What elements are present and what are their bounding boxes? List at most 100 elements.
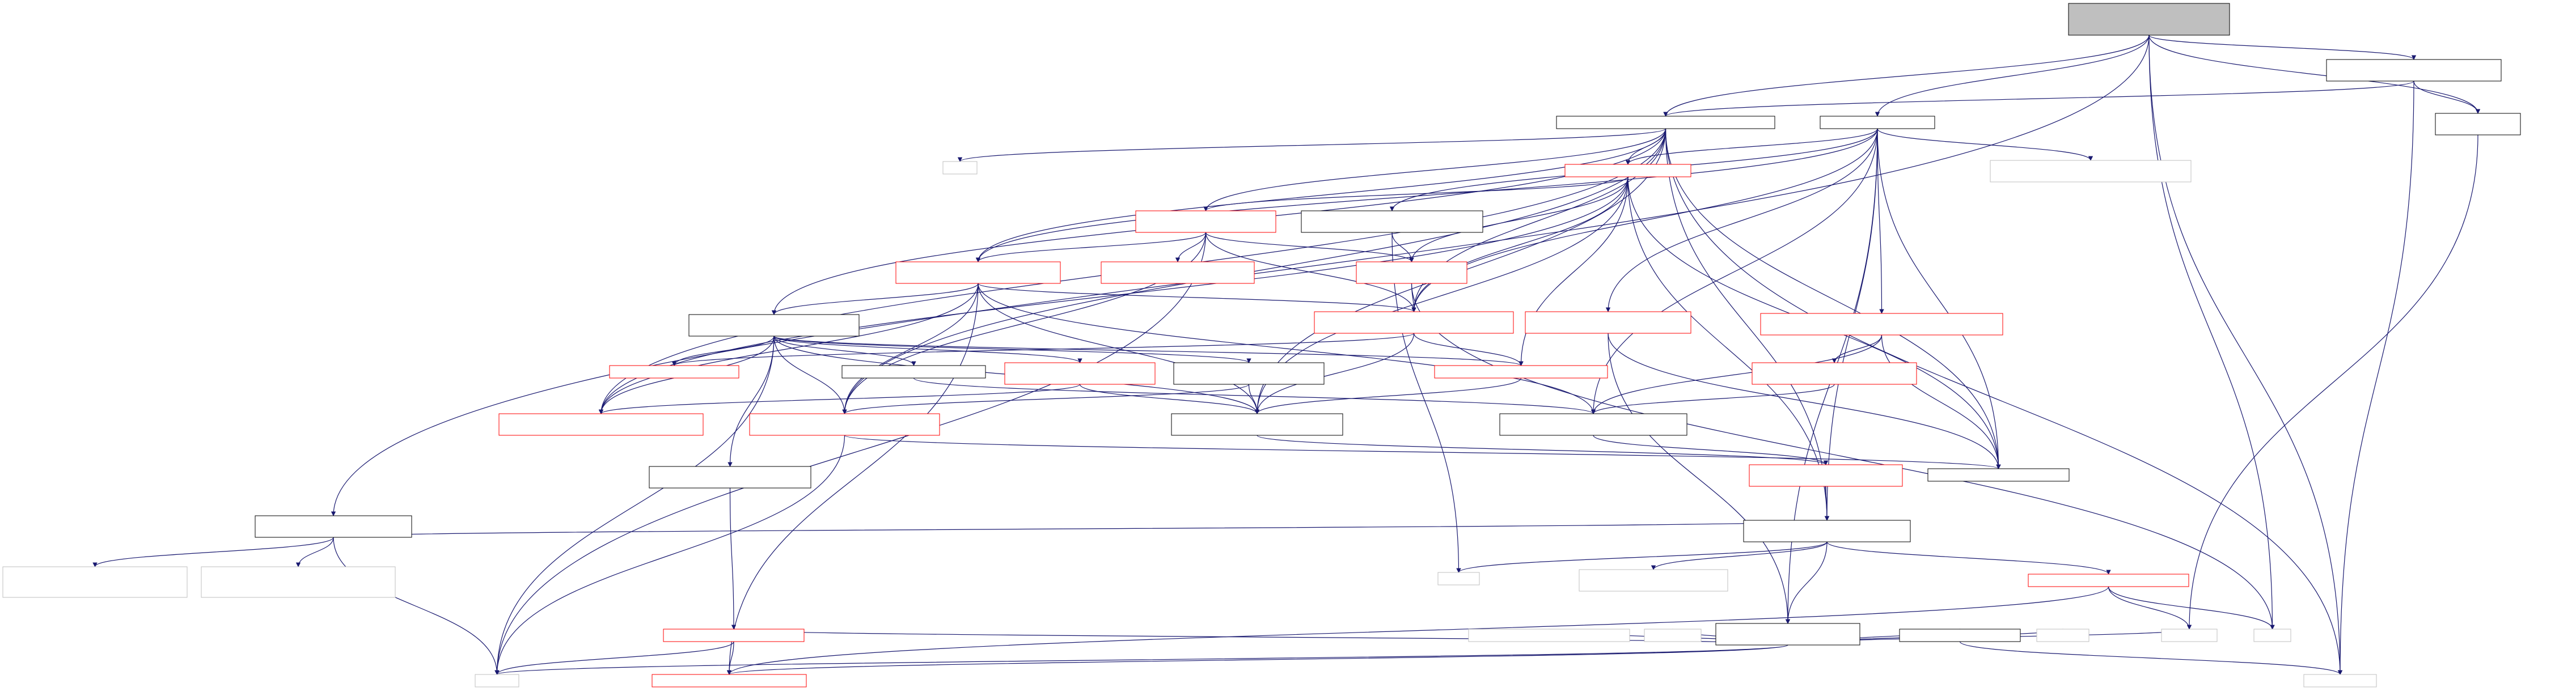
node-box — [2068, 3, 2230, 36]
node-box — [2161, 629, 2218, 642]
dependency-edge — [1651, 541, 1828, 570]
graph-node[interactable] — [2036, 629, 2089, 642]
dependency-edge — [773, 336, 1082, 363]
graph-node[interactable] — [1356, 261, 1467, 284]
dependency-edge — [494, 641, 734, 675]
dependency-edge — [726, 283, 979, 675]
graph-node[interactable] — [1820, 116, 1935, 129]
graph-node[interactable] — [201, 566, 396, 598]
graph-node[interactable] — [475, 674, 519, 687]
dependency-edge — [771, 283, 979, 315]
dependency-edge — [2413, 80, 2481, 114]
dependency-edge — [1593, 435, 1829, 465]
dependency-edge — [2337, 80, 2414, 675]
graph-node[interactable] — [1301, 210, 1483, 233]
graph-node[interactable] — [1004, 362, 1156, 385]
graph-node[interactable] — [1715, 623, 1860, 646]
graph-node[interactable] — [1499, 413, 1687, 436]
graph-node[interactable] — [1760, 313, 2003, 336]
dependency-edge — [1824, 486, 1830, 521]
dependency-edge — [1409, 176, 1628, 262]
dependency-edge — [2148, 35, 2417, 60]
dependency-edge — [672, 333, 1415, 366]
graph-node[interactable] — [749, 413, 940, 436]
node-box — [1990, 160, 2192, 183]
graph-node[interactable] — [663, 629, 805, 642]
graph-node[interactable] — [1579, 569, 1728, 592]
graph-node[interactable] — [649, 466, 811, 489]
graph-node[interactable] — [2435, 113, 2521, 135]
dependency-edge — [978, 283, 1260, 414]
graph-node[interactable] — [1525, 311, 1691, 334]
dependency-edge — [1591, 128, 1878, 414]
graph-node[interactable] — [1434, 365, 1608, 379]
dependency-edge — [1877, 128, 2093, 161]
graph-node[interactable] — [688, 314, 860, 337]
graph-node[interactable] — [255, 515, 412, 538]
dependency-edge — [1203, 128, 1666, 211]
node-box — [2253, 629, 2291, 642]
graph-node[interactable] — [1927, 468, 2070, 482]
graph-node[interactable] — [942, 161, 978, 175]
node-box — [2036, 629, 2089, 642]
dependency-edge — [598, 283, 979, 414]
graph-node[interactable] — [1752, 362, 1917, 385]
node-box — [1715, 623, 1860, 646]
node-box — [1356, 261, 1467, 284]
graph-node[interactable] — [2028, 574, 2189, 587]
graph-node[interactable] — [1171, 413, 1343, 436]
dependency-edge — [913, 377, 1596, 414]
graph-node[interactable] — [1743, 520, 1911, 542]
node-box — [201, 566, 396, 598]
node-box — [1743, 520, 1911, 542]
dependency-edge — [2108, 586, 2192, 630]
dependency-edge — [295, 537, 334, 567]
dependency-edge — [1079, 384, 1260, 414]
dependency-edge — [1663, 35, 2150, 117]
graph-node[interactable] — [1564, 164, 1691, 177]
dependency-edge — [1591, 384, 1835, 414]
graph-node[interactable] — [2161, 629, 2218, 642]
graph-node[interactable] — [2, 566, 188, 598]
dependency-edge — [1391, 232, 1414, 262]
graph-node[interactable] — [2326, 59, 2502, 82]
node-box — [895, 261, 1061, 284]
dependency-edge — [1411, 128, 1878, 312]
graph-node[interactable] — [1314, 311, 1514, 334]
node-box — [1820, 116, 1935, 129]
graph-node[interactable] — [1556, 116, 1775, 129]
graph-node[interactable] — [1990, 160, 2192, 183]
dependency-edge — [494, 336, 775, 675]
node-box — [1499, 413, 1687, 436]
graph-node[interactable] — [2253, 629, 2291, 642]
graph-node[interactable] — [2068, 3, 2230, 36]
graph-node[interactable] — [1173, 362, 1325, 385]
graph-node[interactable] — [1644, 629, 1702, 642]
dependency-edge — [1391, 232, 1461, 573]
node-box — [1749, 464, 1903, 487]
dependency-edge — [1203, 176, 1628, 211]
node-box — [841, 365, 986, 379]
graph-node[interactable] — [1135, 210, 1276, 233]
graph-node[interactable] — [498, 413, 704, 436]
node-box — [649, 466, 811, 489]
graph-node[interactable] — [1749, 464, 1903, 487]
dependency-edge — [1591, 334, 1883, 414]
graph-node[interactable] — [1101, 261, 1255, 284]
dependency-edge — [2148, 35, 2481, 114]
dependency-edge — [1205, 232, 1414, 262]
dependency-edge — [1175, 232, 1207, 262]
graph-node[interactable] — [1899, 629, 2021, 642]
dependency-edge — [1413, 333, 1524, 366]
dependency-edge — [1665, 128, 2001, 469]
graph-node[interactable] — [841, 365, 986, 379]
graph-node[interactable] — [609, 365, 739, 379]
graph-node[interactable] — [652, 674, 807, 687]
graph-node[interactable] — [1468, 629, 1630, 642]
graph-node[interactable] — [2303, 674, 2377, 687]
dependency-edge — [727, 644, 1788, 675]
graph-node[interactable] — [1437, 572, 1480, 585]
graph-node[interactable] — [895, 261, 1061, 284]
dependency-edge — [1254, 377, 1522, 414]
dependency-edge — [1608, 333, 2001, 469]
